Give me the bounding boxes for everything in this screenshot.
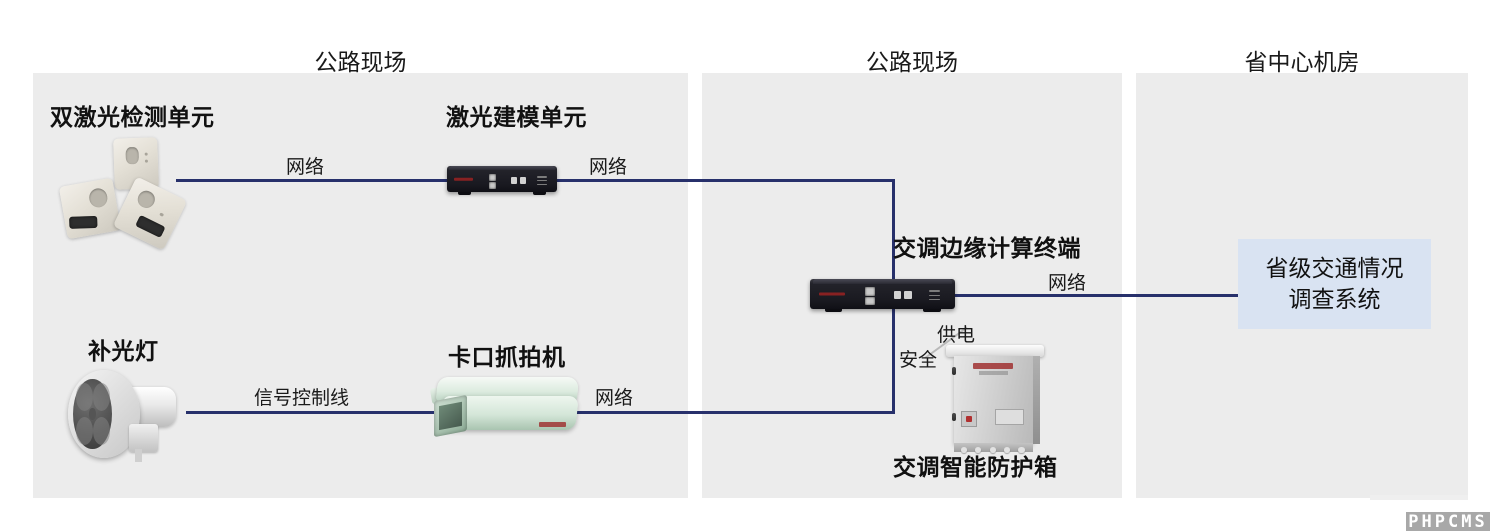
- laser-scanner-icon: [58, 137, 188, 251]
- panel-title-roadside-left: 公路现场: [314, 49, 407, 75]
- wire-light-to-camera: [186, 411, 434, 414]
- wire-model-to-edge: [551, 179, 895, 182]
- rack-device-icon-edge: [810, 279, 955, 312]
- wire-edge-to-system: [955, 294, 1238, 297]
- caption-capture-camera: 卡口抓拍机: [448, 344, 566, 370]
- rack-device-icon-modeling: [447, 166, 557, 195]
- caption-dual-laser-unit: 双激光检测单元: [50, 104, 215, 130]
- link-label-model-to-edge: 网络: [589, 157, 628, 178]
- cabinet-icon: [946, 345, 1044, 455]
- caption-edge-terminal: 交调边缘计算终端: [893, 235, 1081, 261]
- panel-title-roadside-right: 公路现场: [866, 49, 958, 75]
- watermark-strip: [1370, 495, 1468, 500]
- panel-title-province-center: 省中心机房: [1244, 49, 1360, 75]
- link-label-edge-to-system: 网络: [1048, 273, 1087, 294]
- link-label-security: 安全: [899, 350, 938, 371]
- link-label-light-to-camera: 信号控制线: [254, 388, 350, 409]
- caption-fill-light: 补光灯: [88, 338, 159, 364]
- link-label-camera-to-edge: 网络: [595, 388, 634, 409]
- system-title-line2: 调查系统: [1288, 286, 1381, 312]
- watermark-phpcms: PHPCMS: [1406, 512, 1490, 532]
- box-camera-icon: [428, 376, 580, 442]
- fill-light-icon: [66, 366, 178, 462]
- caption-laser-modeling-unit: 激光建模单元: [446, 104, 587, 130]
- system-title-line1: 省级交通情况: [1265, 254, 1404, 281]
- wire-camera-to-edge: [565, 411, 895, 414]
- province-survey-system-box[interactable]: 省级交通情况 调查系统: [1238, 239, 1431, 329]
- caption-protection-box: 交调智能防护箱: [893, 454, 1058, 480]
- link-label-power: 供电: [937, 325, 976, 346]
- wire-laser-to-model: [176, 179, 453, 182]
- link-label-laser-to-model: 网络: [286, 157, 325, 178]
